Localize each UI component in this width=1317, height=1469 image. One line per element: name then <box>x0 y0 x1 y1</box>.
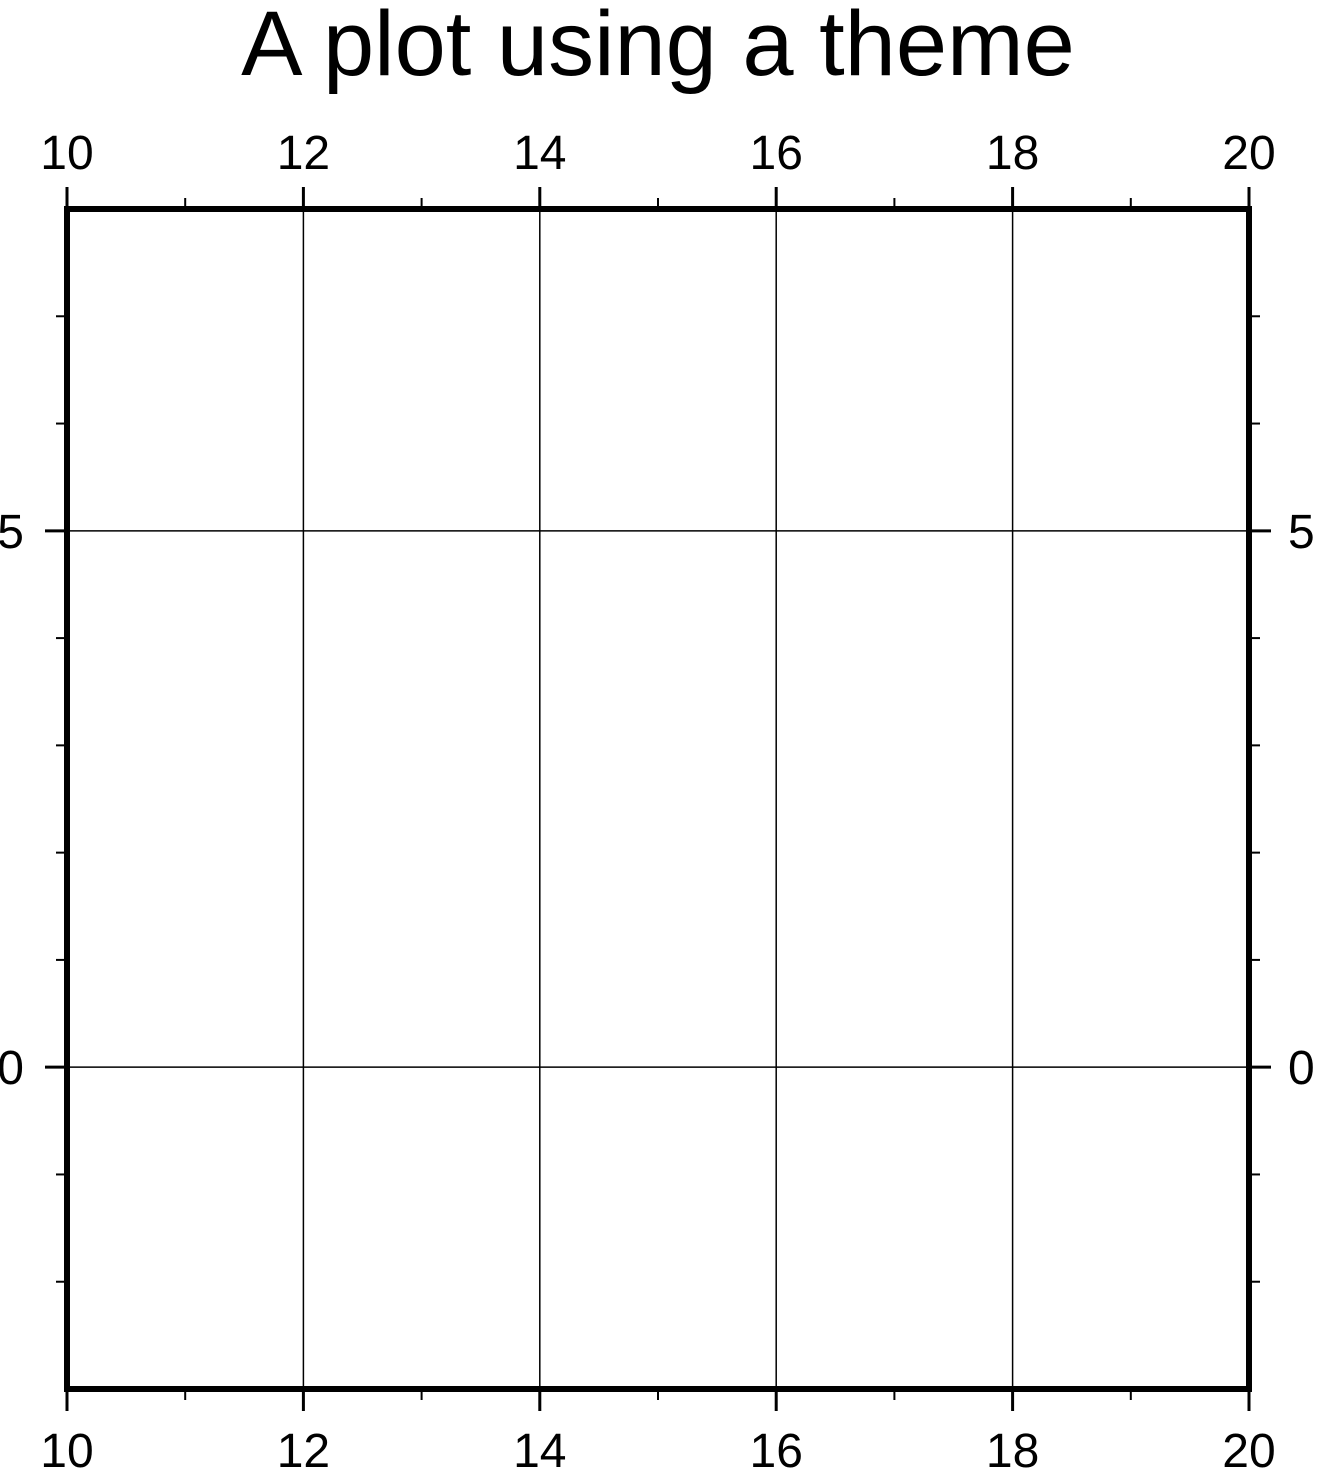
x-tick-label-bottom: 18 <box>986 1425 1039 1469</box>
chart-title: A plot using a theme <box>241 0 1075 95</box>
x-tick-label-bottom: 16 <box>750 1425 803 1469</box>
x-tick-label-top: 16 <box>750 127 803 180</box>
y-tick-label-right: 0 <box>1288 1042 1315 1095</box>
x-tick-label-bottom: 10 <box>40 1425 93 1469</box>
plot-frame <box>64 206 1252 1392</box>
grid-lines <box>67 209 1249 1389</box>
x-tick-label-top: 18 <box>986 127 1039 180</box>
major-ticks <box>45 187 1271 1411</box>
x-tick-label-top: 10 <box>40 127 93 180</box>
x-tick-label-top: 20 <box>1222 127 1275 180</box>
x-tick-label-top: 14 <box>513 127 566 180</box>
x-tick-label-top: 12 <box>277 127 330 180</box>
x-tick-label-bottom: 14 <box>513 1425 566 1469</box>
y-tick-label-right: 5 <box>1288 506 1315 559</box>
y-tick-label-left: 0 <box>0 1042 24 1095</box>
tick-labels: 10 10 12 12 14 14 16 16 18 18 20 20 0 0 5 5 <box>0 127 1315 1469</box>
x-tick-label-bottom: 12 <box>277 1425 330 1469</box>
y-tick-label-left: 5 <box>0 506 24 559</box>
x-tick-label-bottom: 20 <box>1222 1425 1275 1469</box>
